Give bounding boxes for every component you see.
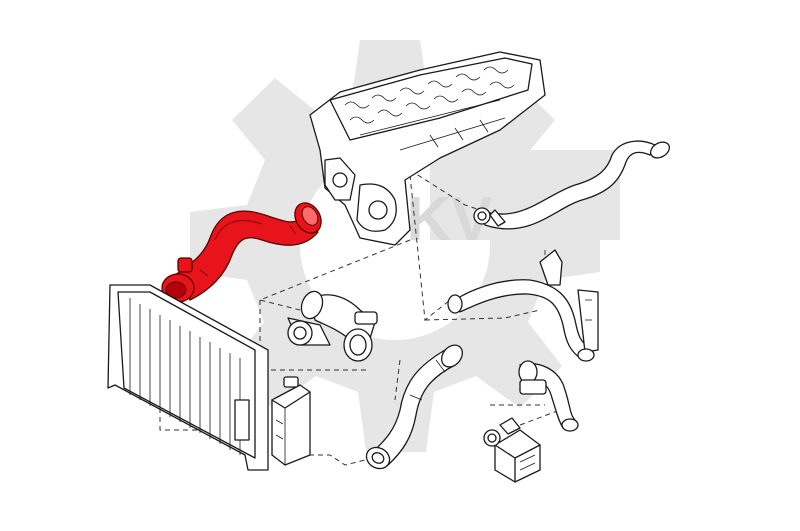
heater-pipe[interactable]: [473, 139, 672, 230]
bypass-pipe[interactable]: [447, 249, 599, 362]
connection-lines: [159, 169, 561, 466]
auxiliary-water-pump[interactable]: [483, 417, 541, 483]
thermostat-hose[interactable]: [287, 288, 378, 362]
expansion-tank[interactable]: [271, 376, 311, 466]
cylinder-head[interactable]: [309, 51, 546, 246]
upper-radiator-hose[interactable]: [161, 198, 326, 303]
small-connector-hose[interactable]: [518, 360, 579, 432]
lower-radiator-hose[interactable]: [363, 341, 467, 473]
radiator[interactable]: [107, 284, 269, 471]
